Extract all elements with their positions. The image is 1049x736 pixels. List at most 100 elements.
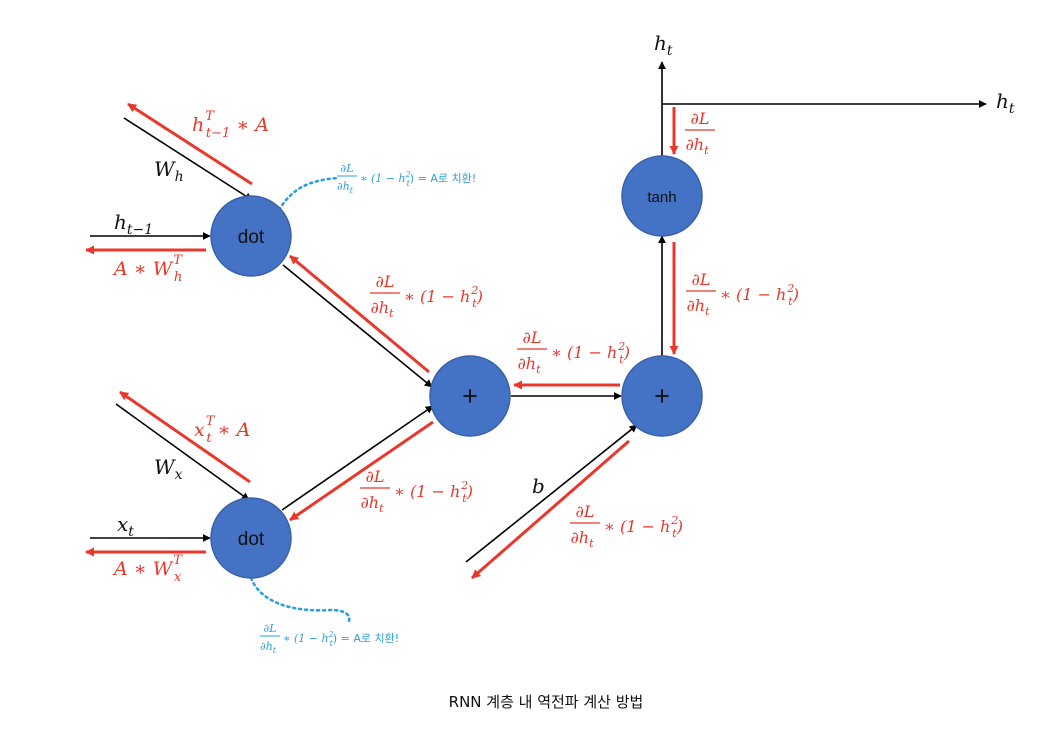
grad-edge-plus-to-dotx xyxy=(289,420,434,522)
grad-frac-plus-num: ∂L xyxy=(523,328,542,347)
note-top-factor-main: ∗ (1 − h xyxy=(360,172,406,185)
note-bottom-tail: ) = A로 치환! xyxy=(333,632,399,645)
grad-frac-doth-factor-main: ∗ (1 − h xyxy=(404,287,470,306)
grad-frac-doth-factor-sup: 2 xyxy=(470,284,478,297)
grad-frac-top-den: ∂ht xyxy=(686,135,710,157)
grad-wh-sub: t−1 xyxy=(206,126,230,141)
label-w-x-base: W xyxy=(154,455,176,479)
grad-frac-b-factor-close: ) xyxy=(676,517,683,536)
label-h-t-top-sub: t xyxy=(667,43,673,59)
grad-hprev-sub: h xyxy=(174,270,182,285)
note-bottom-den-base: ∂h xyxy=(260,640,273,653)
forward-edges xyxy=(90,61,987,563)
grad-frac-tanh-factor-main: ∗ (1 − h xyxy=(720,285,786,304)
grad-frac-top: ∂L ∂ht xyxy=(685,109,715,157)
note-bottom-factor-sub: t xyxy=(330,639,334,648)
label-w-h-sub: h xyxy=(175,169,184,185)
grad-frac-b-den: ∂ht xyxy=(571,528,595,550)
grad-frac-b-factor-sup: 2 xyxy=(670,514,678,527)
label-w-x: Wx xyxy=(154,455,183,483)
node-plus-2-label: + xyxy=(654,381,670,411)
label-w-h: Wh xyxy=(154,157,184,185)
label-x-t-base: x xyxy=(117,512,128,536)
grad-frac-doth-factor-close: ) xyxy=(476,287,483,306)
grad-hprev-sup: T xyxy=(173,253,183,268)
grad-edge-wx xyxy=(119,390,251,484)
node-dot-h: dot xyxy=(210,195,292,277)
node-tanh-label: tanh xyxy=(647,189,676,206)
grad-frac-plus-factor-close: ) xyxy=(623,343,630,362)
node-plus-1-label: + xyxy=(462,381,478,411)
grad-frac-plus-den: ∂ht xyxy=(518,354,542,376)
grad-frac-b-den-base: ∂h xyxy=(571,528,590,547)
grad-frac-dotx-factor-sup: 2 xyxy=(460,479,468,492)
note-top-factor-sup: 2 xyxy=(405,170,411,179)
grad-frac-doth-den-base: ∂h xyxy=(371,298,390,317)
note-connector-top xyxy=(277,176,340,212)
label-h-prev-sub: t−1 xyxy=(127,222,153,238)
grad-frac-b-den-sub: t xyxy=(589,537,594,550)
grad-edge-plus-to-b xyxy=(471,439,630,580)
grad-frac-b-factor-main: ∗ (1 − h xyxy=(604,517,670,536)
note-bottom-den-sub: t xyxy=(273,646,277,655)
grad-frac-dotx-den-base: ∂h xyxy=(361,493,380,512)
grad-hprev-pre: A ∗ W xyxy=(112,258,174,280)
grad-frac-dotx-factor-sub: t xyxy=(462,492,467,505)
label-x-t-sub: t xyxy=(128,524,134,540)
edge-dotx-to-plus xyxy=(281,405,434,511)
grad-wh-sup: T xyxy=(205,109,215,124)
grad-frac-dotx-den-sub: t xyxy=(379,502,384,515)
grad-wx-base: x xyxy=(194,419,205,441)
label-h-t-right-base: h xyxy=(996,89,1009,113)
grad-wh-rest: ∗ A xyxy=(230,114,269,136)
note-top-num: ∂L xyxy=(341,162,354,175)
note-bottom-den: ∂ht xyxy=(260,640,277,655)
node-dot-h-label: dot xyxy=(238,227,265,248)
backward-edges xyxy=(85,102,679,580)
grad-wh-base: h xyxy=(192,114,204,136)
grad-wx-sup: T xyxy=(206,414,216,429)
grad-frac-dotx-num: ∂L xyxy=(366,467,385,486)
edge-b-to-plus xyxy=(465,424,638,563)
note-top-den-sub: t xyxy=(350,186,354,195)
edge-wh-to-dot xyxy=(123,117,253,201)
grad-xt-sub: x xyxy=(174,570,182,585)
note-bottom-factor-sup: 2 xyxy=(328,630,334,639)
edge-doth-to-plus xyxy=(282,264,433,388)
label-h-t-top: ht xyxy=(654,31,673,59)
grad-frac-plus-factor-sup: 2 xyxy=(617,340,625,353)
grad-frac-plus-factor-sub: t xyxy=(619,353,624,366)
grad-frac-tanh-factor-close: ) xyxy=(792,285,799,304)
grad-frac-tanh-num: ∂L xyxy=(692,270,711,289)
grad-wx-sub: t xyxy=(206,431,212,446)
grad-frac-b-factor-sub: t xyxy=(672,527,677,540)
label-h-prev-base: h xyxy=(114,210,127,234)
grad-edge-plus-to-doth xyxy=(289,254,430,374)
note-bottom-factor-main: ∗ (1 − h xyxy=(283,632,329,645)
note-top-tail: ) = A로 치환! xyxy=(410,172,476,185)
edge-wx-to-dot xyxy=(115,403,250,501)
node-dot-x-label: dot xyxy=(238,529,265,550)
grad-frac-top-den-base: ∂h xyxy=(686,135,705,154)
grad-frac-top-num: ∂L xyxy=(691,109,710,128)
grad-frac-doth-num: ∂L xyxy=(376,272,395,291)
grad-frac-doth-den: ∂ht xyxy=(371,298,395,320)
label-h-t-top-base: h xyxy=(654,31,667,55)
grad-frac-b-num: ∂L xyxy=(576,502,595,521)
grad-xt-pre: A ∗ W xyxy=(112,558,174,580)
node-tanh: tanh xyxy=(621,155,703,237)
